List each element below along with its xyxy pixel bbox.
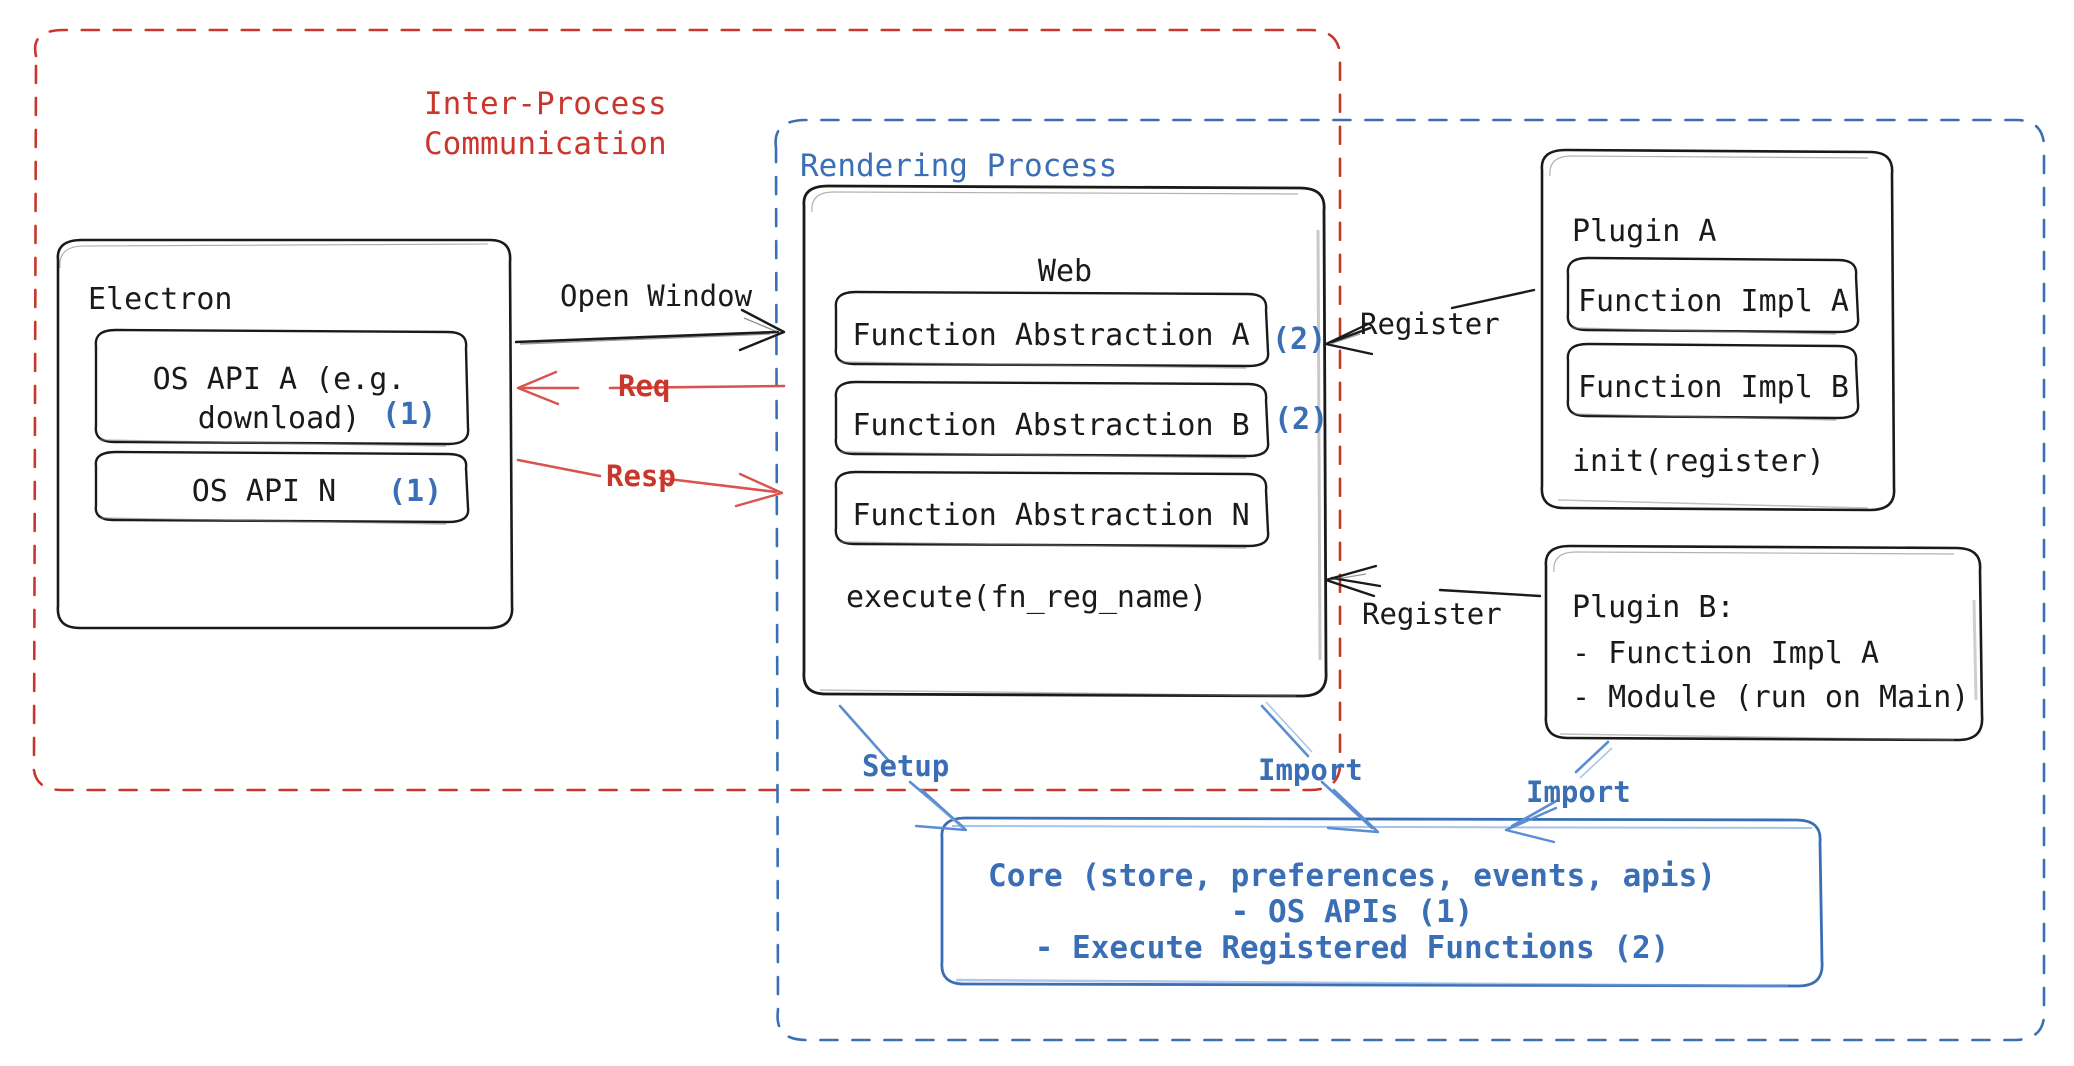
edge-open-window xyxy=(514,308,786,352)
edge-resp xyxy=(516,458,784,508)
node-os-api-a[interactable] xyxy=(94,328,470,447)
node-function-abstraction-a[interactable] xyxy=(834,290,1270,369)
node-core[interactable] xyxy=(940,816,1824,988)
group-label-ipc: Inter-Process Communication xyxy=(424,86,667,163)
group-ipc-boundary xyxy=(32,28,1342,792)
node-label-os-api-n: OS API N xyxy=(191,474,337,509)
node-label-core-item-2: - Execute Registered Functions (2) xyxy=(1034,930,1670,966)
edge-req xyxy=(516,370,786,406)
node-function-abstraction-n[interactable] xyxy=(834,470,1270,549)
edge-label-resp: Resp xyxy=(606,459,676,493)
edge-label-import-web: Import xyxy=(1258,753,1363,787)
node-function-impl-a[interactable] xyxy=(1566,256,1860,335)
node-title-web: Web xyxy=(1037,254,1093,289)
marker-function-abstraction-b: (2) xyxy=(1274,402,1329,437)
node-label-os-api-a: OS API A (e.g. download) xyxy=(152,362,406,436)
marker-function-abstraction-a: (2) xyxy=(1272,322,1327,357)
edge-register-plugin-a xyxy=(1324,288,1536,356)
node-os-api-n[interactable] xyxy=(94,450,470,525)
node-footer-web-execute: execute(fn_reg_name) xyxy=(846,580,1208,615)
edge-label-setup: Setup xyxy=(862,749,950,783)
node-label-function-abstraction-b: Function Abstraction B xyxy=(852,408,1250,443)
node-title-plugin-a: Plugin A xyxy=(1572,214,1717,249)
marker-os-api-a: (1) xyxy=(382,397,437,432)
edge-setup xyxy=(838,704,968,832)
node-label-function-impl-b: Function Impl B xyxy=(1578,370,1849,405)
edge-label-open-window: Open Window xyxy=(560,279,753,313)
edge-label-register-plugin-b: Register xyxy=(1362,597,1502,631)
group-rendering-boundary xyxy=(774,118,2046,1042)
node-function-abstraction-b[interactable] xyxy=(834,380,1270,459)
node-function-impl-b[interactable] xyxy=(1566,342,1860,421)
marker-os-api-n: (1) xyxy=(388,474,443,509)
edge-label-import-plugin-b: Import xyxy=(1526,775,1631,809)
node-title-electron: Electron xyxy=(88,282,233,317)
group-label-rendering-process: Rendering Process xyxy=(800,148,1118,184)
edge-import-plugin-b xyxy=(1504,740,1613,844)
node-plugin-b[interactable] xyxy=(1544,544,1984,742)
node-label-plugin-b-item-2: - Module (run on Main) xyxy=(1572,680,1970,715)
node-label-core-title: Core (store, preferences, events, apis) xyxy=(988,858,1716,894)
node-label-plugin-b-title: Plugin B: xyxy=(1572,590,1735,625)
node-label-core-item-1: - OS APIs (1) xyxy=(1230,894,1474,930)
edge-label-register-plugin-a: Register xyxy=(1360,307,1500,341)
edge-label-req: Req xyxy=(618,369,671,403)
node-label-function-abstraction-a: Function Abstraction A xyxy=(852,318,1250,353)
node-footer-plugin-a-init: init(register) xyxy=(1572,444,1825,479)
node-label-plugin-b-item-1: - Function Impl A xyxy=(1572,636,1880,671)
node-label-function-abstraction-n: Function Abstraction N xyxy=(852,498,1250,533)
edge-register-plugin-b xyxy=(1324,564,1542,598)
edge-import-web xyxy=(1260,701,1380,834)
node-label-function-impl-a: Function Impl A xyxy=(1578,284,1849,319)
